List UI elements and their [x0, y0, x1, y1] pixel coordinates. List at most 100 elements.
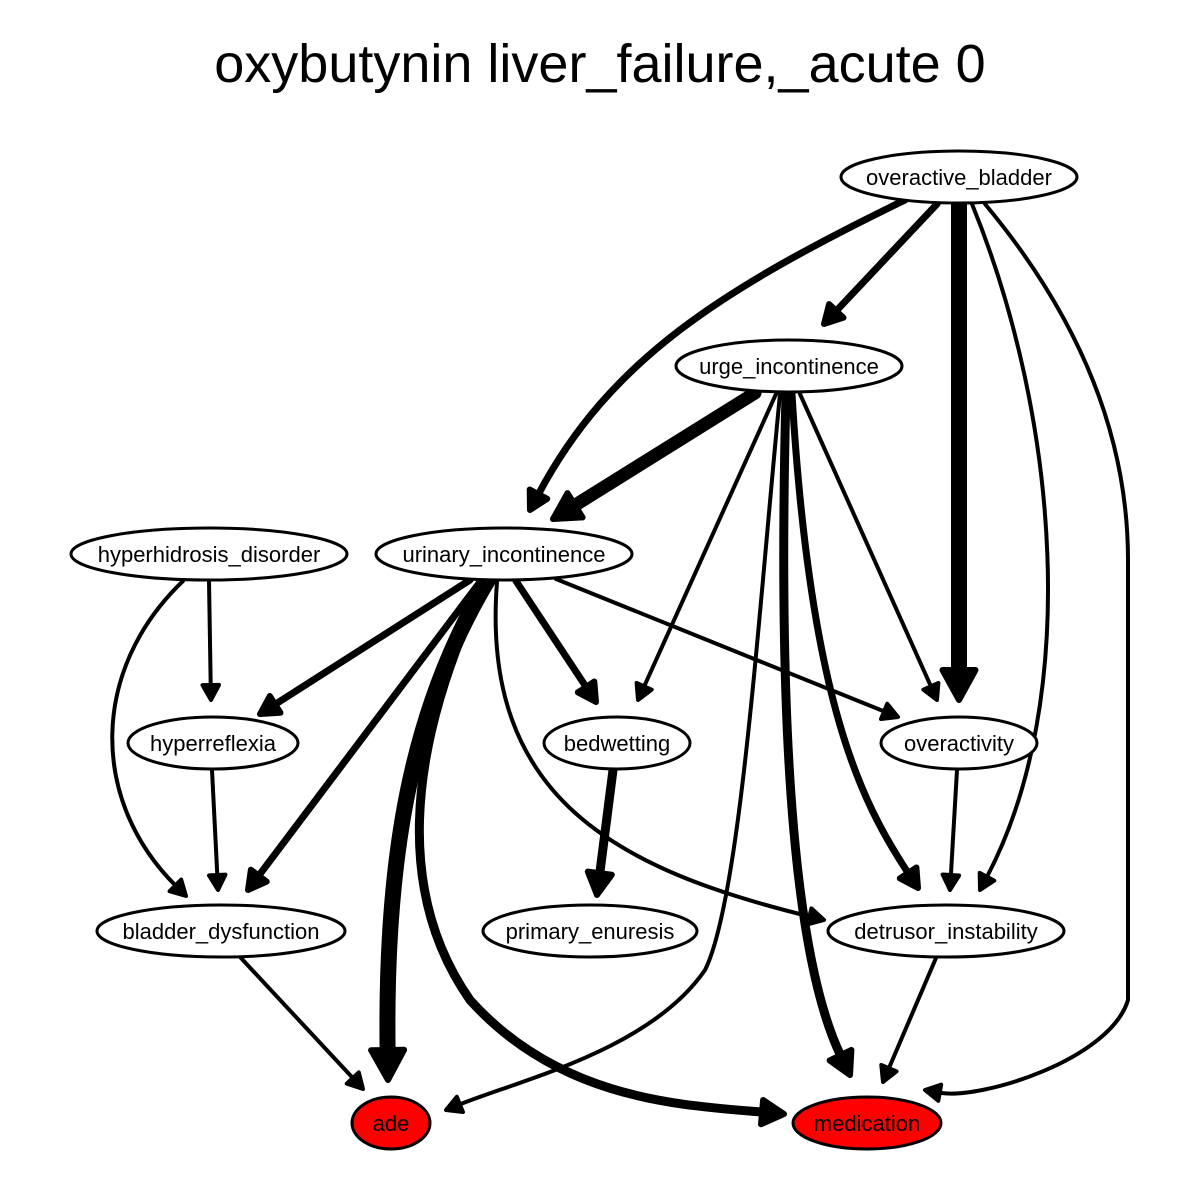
- node-label: overactivity: [904, 731, 1014, 756]
- edge-urinary_incontinence-to-bladder_dysfunction: [245, 578, 484, 893]
- edge-line: [788, 390, 912, 877]
- edge-line: [207, 579, 213, 687]
- node-ellipse: [69, 526, 349, 582]
- edge-line: [414, 575, 767, 1117]
- node-label: primary_enuresis: [506, 919, 675, 944]
- edge-arrowhead: [921, 680, 941, 702]
- edge-line: [568, 386, 762, 512]
- edge-line: [798, 392, 933, 689]
- edge-urinary_incontinence-to-bedwetting: [512, 577, 599, 705]
- edge-arrowhead: [805, 906, 826, 927]
- node-ellipse: [826, 903, 1066, 959]
- node-label: bedwetting: [564, 731, 670, 756]
- node-label: hyperhidrosis_disorder: [98, 542, 321, 567]
- node-primary_enuresis: primary_enuresis: [481, 903, 699, 959]
- node-bladder_dysfunction: bladder_dysfunction: [95, 903, 347, 959]
- edge-urge_incontinence-to-bedwetting: [634, 392, 778, 702]
- node-layer: overactive_bladder urge_incontinencehyper…: [69, 149, 1079, 1151]
- edge-hyperhidrosis_disorder-to-bladder_dysfunction: [110, 579, 188, 898]
- edge-overactive_bladder-to-medication: [923, 202, 1130, 1103]
- node-ellipse: [839, 149, 1079, 205]
- edge-arrowhead: [977, 870, 997, 892]
- node-ellipse: [350, 1095, 432, 1151]
- edge-arrowhead: [758, 1097, 787, 1128]
- edge-line: [110, 579, 185, 888]
- edge-urge_incontinence-to-urinary_incontinence: [550, 386, 762, 522]
- node-ellipse: [674, 338, 904, 394]
- node-ellipse: [791, 1095, 943, 1151]
- edge-hyperreflexia-to-bladder_dysfunction: [207, 768, 228, 892]
- chart-title: oxybutynin liver_failure,_acute 0: [214, 34, 985, 94]
- edge-bladder_dysfunction-to-ade: [239, 956, 365, 1091]
- edge-line: [779, 389, 845, 1060]
- edge-arrowhead: [634, 680, 654, 702]
- node-label: overactive_bladder: [866, 165, 1052, 190]
- edge-urinary_incontinence-to-detrusor_instability: [493, 580, 826, 927]
- edge-arrowhead: [444, 1094, 465, 1114]
- edge-hyperhidrosis_disorder-to-hyperreflexia: [200, 579, 221, 702]
- edge-arrowhead: [584, 868, 615, 898]
- edge-line: [937, 202, 1130, 1096]
- edge-line: [210, 768, 220, 877]
- node-ellipse: [374, 526, 634, 582]
- node-label: ade: [373, 1111, 410, 1136]
- edge-line: [512, 577, 590, 691]
- edge-line: [271, 576, 474, 708]
- edge-arrowhead: [344, 1070, 365, 1091]
- edge-arrowhead: [821, 301, 847, 327]
- edge-arrowhead: [574, 678, 599, 705]
- edge-urinary_incontinence-to-overactivity: [554, 577, 900, 721]
- edge-layer: [110, 196, 1130, 1128]
- edge-urge_incontinence-to-medication: [779, 389, 855, 1078]
- node-label: urge_incontinence: [699, 354, 879, 379]
- node-ade: ade: [350, 1095, 432, 1151]
- edge-line: [948, 768, 959, 877]
- edge-line: [255, 578, 484, 880]
- edge-line: [457, 392, 782, 1107]
- edge-line: [554, 577, 887, 714]
- edge-urge_incontinence-to-overactivity: [798, 392, 941, 702]
- node-hyperreflexia: hyperreflexia: [126, 715, 300, 771]
- edge-line: [832, 200, 941, 315]
- edge-bedwetting-to-primary_enuresis: [584, 765, 618, 898]
- edge-line: [379, 572, 496, 1058]
- edge-line: [595, 765, 618, 878]
- node-ellipse: [879, 715, 1039, 771]
- edge-line: [535, 196, 909, 498]
- edge-overactive_bladder-to-urge_incontinence: [821, 200, 941, 327]
- edge-urinary_incontinence-to-hyperreflexia: [257, 576, 474, 717]
- edge-arrowhead: [879, 701, 900, 721]
- edge-urge_incontinence-to-ade: [444, 392, 782, 1114]
- edge-arrowhead: [257, 693, 284, 717]
- edge-line: [642, 392, 778, 689]
- node-ellipse: [126, 715, 300, 771]
- edge-arrowhead: [368, 1046, 408, 1083]
- node-urge_incontinence: urge_incontinence: [674, 338, 904, 394]
- edge-arrowhead: [896, 864, 921, 891]
- edge-arrowhead: [550, 490, 586, 522]
- edge-arrowhead: [245, 866, 270, 893]
- node-label: hyperreflexia: [150, 731, 277, 756]
- node-label: bladder_dysfunction: [123, 919, 320, 944]
- edge-arrowhead: [200, 682, 221, 702]
- node-ellipse: [481, 903, 699, 959]
- edge-line: [493, 580, 812, 919]
- edge-line: [970, 202, 1050, 879]
- edge-overactive_bladder-to-overactivity: [939, 196, 979, 703]
- node-ellipse: [95, 903, 347, 959]
- edge-arrowhead: [939, 667, 979, 703]
- node-urinary_incontinence: urinary_incontinence: [374, 526, 634, 582]
- node-bedwetting: bedwetting: [542, 715, 692, 771]
- node-overactivity: overactivity: [879, 715, 1039, 771]
- edge-line: [239, 956, 355, 1080]
- node-overactive_bladder: overactive_bladder: [839, 149, 1079, 205]
- edge-overactivity-to-detrusor_instability: [940, 768, 962, 892]
- edge-urge_incontinence-to-detrusor_instability: [788, 390, 921, 891]
- edge-overactive_bladder-to-urinary_incontinence: [526, 196, 909, 513]
- edge-arrowhead: [923, 1082, 944, 1103]
- edge-arrowhead: [207, 872, 228, 892]
- edge-arrowhead: [167, 877, 188, 898]
- node-ellipse: [542, 715, 692, 771]
- node-label: medication: [814, 1111, 920, 1136]
